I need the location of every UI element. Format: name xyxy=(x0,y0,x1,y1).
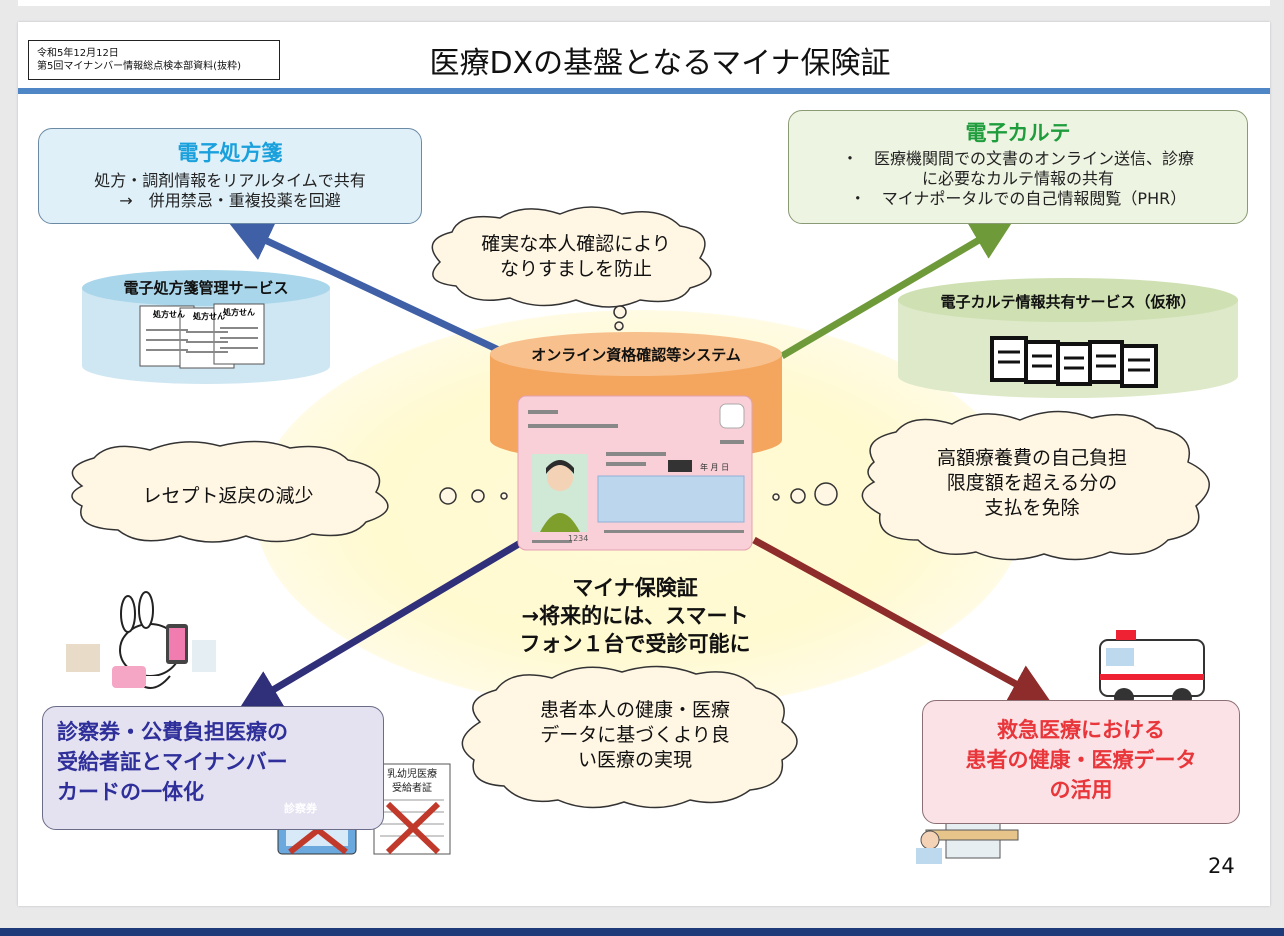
online-system-label: オンライン資格確認等システム xyxy=(531,346,741,364)
caption-line2: →将来的には、スマート xyxy=(521,604,749,628)
cloud-bottom-line2: データに基づくより良 xyxy=(540,724,730,746)
cloud-left xyxy=(71,440,508,543)
emergency-line1: 救急医療における xyxy=(997,718,1165,742)
cloud-top-line2: なりすましを防止 xyxy=(499,258,652,280)
page-number: 24 xyxy=(1208,854,1235,878)
source-note-box: 令和5年12月12日 第5回マイナンバー情報総点検本部資料(抜粋) xyxy=(28,40,280,80)
arrow-to-emergency xyxy=(752,536,1053,705)
cloud-right-line2: 限度額を超える分の xyxy=(946,472,1118,494)
card-integration-line2: 受給者証とマイナンバー xyxy=(57,750,288,774)
emergency-line2: 患者の健康・医療データ xyxy=(965,748,1197,772)
card-number: 1234 xyxy=(568,534,589,543)
cloud-right-line3: 支払を免除 xyxy=(984,497,1080,519)
cloud-left-text: レセプト返戻の減少 xyxy=(142,485,314,507)
cloud-top xyxy=(431,206,712,331)
patient-card-label: 診察券 xyxy=(284,802,317,815)
e-prescription-service-label: 電子処方箋管理サービス xyxy=(123,279,289,297)
cloud-right-text: 高額療養費の自己負担 限度額を超える分の 支払を免除 xyxy=(890,446,1174,521)
my-number-card xyxy=(517,395,753,551)
e-karte-line3: ・ マイナポータルでの自己情報閲覧（PHR） xyxy=(849,189,1187,208)
card-integration-box: 診察券・公費負担医療の 受給者証とマイナンバー カードの一体化 xyxy=(42,706,384,830)
mascot-illustration xyxy=(66,591,216,689)
card-integration-line1: 診察券・公費負担医療の xyxy=(57,720,288,744)
next-slide-edge xyxy=(0,928,1284,936)
caption-line3: フォン１台で受診可能に xyxy=(519,632,751,656)
source-date: 令和5年12月12日 xyxy=(37,48,119,59)
emergency-box: 救急医療における 患者の健康・医療データ の活用 xyxy=(922,700,1240,824)
prescription-sheet-label-2: 処方せん xyxy=(193,312,225,321)
e-prescription-line1: 処方・調剤情報をリアルタイムで共有 xyxy=(94,171,366,190)
slide-title: 医療DXの基盤となるマイナ保険証 xyxy=(429,46,891,81)
title-rule xyxy=(18,88,1270,94)
certificate-label: 乳幼児医療 受給者証 xyxy=(376,768,448,796)
arrow-to-karte xyxy=(780,219,1015,360)
e-karte-service-label: 電子カルテ情報共有サービス（仮称） xyxy=(940,293,1196,311)
e-prescription-title: 電子処方箋 xyxy=(177,141,283,165)
prescription-sheet-label-1: 処方せん xyxy=(153,310,185,319)
cloud-top-text: 確実な本人確認により なりすましを防止 xyxy=(456,232,696,282)
e-prescription-line2: → 併用禁忌・重複投薬を回避 xyxy=(119,191,341,210)
prescription-sheets-icon xyxy=(139,303,265,369)
ambulance-illustration xyxy=(1099,630,1205,708)
e-karte-box: 電子カルテ ・ 医療機関間での文書のオンライン送信、診療 に必要なカルテ情報の共… xyxy=(788,110,1248,224)
certificate-label-line1: 乳幼児医療 xyxy=(387,769,437,780)
previous-slide-edge xyxy=(18,0,1270,6)
cloud-right xyxy=(772,410,1210,561)
e-karte-line2: に必要なカルテ情報の共有 xyxy=(921,169,1114,188)
arrow-to-insurance xyxy=(237,538,524,711)
source-document: 第5回マイナンバー情報総点検本部資料(抜粋) xyxy=(37,61,241,72)
arrow-to-prescription xyxy=(228,221,522,364)
cloud-bottom-text: 患者本人の健康・医療 データに基づくより良 い医療の実現 xyxy=(500,698,770,773)
cloud-bottom xyxy=(461,665,798,809)
cloud-bottom-line3: い医療の実現 xyxy=(577,749,692,771)
card-integration-line3: カードの一体化 xyxy=(57,780,204,804)
my-number-insurance-caption: マイナ保険証 →将来的には、スマート フォン１台で受診可能に xyxy=(470,574,800,658)
caption-line1: マイナ保険証 xyxy=(572,576,698,600)
e-prescription-box: 電子処方箋 処方・調剤情報をリアルタイムで共有 → 併用禁忌・重複投薬を回避 xyxy=(38,128,422,224)
cloud-bottom-line1: 患者本人の健康・医療 xyxy=(539,699,730,721)
cloud-top-line1: 確実な本人確認により xyxy=(481,233,671,255)
prescription-sheet-label-3: 処方せん xyxy=(223,308,255,317)
e-karte-line1: ・ 医療機関間での文書のオンライン送信、診療 xyxy=(841,149,1194,168)
emergency-line3: の活用 xyxy=(1049,778,1113,802)
cloud-right-line1: 高額療養費の自己負担 xyxy=(936,447,1127,469)
documents-icon xyxy=(990,336,1158,388)
certificate-label-line2: 受給者証 xyxy=(392,783,432,794)
e-karte-title: 電子カルテ xyxy=(965,121,1071,145)
card-date: 年 月 日 xyxy=(700,463,730,472)
